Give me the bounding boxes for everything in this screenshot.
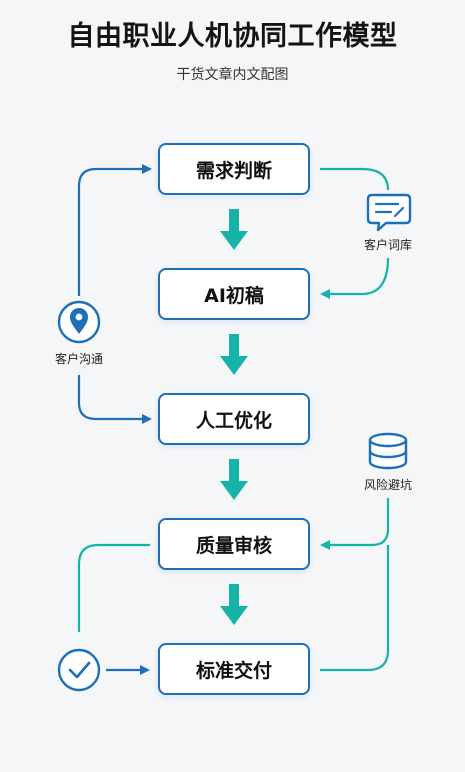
- review-left-path: [77, 543, 150, 632]
- client-words-label: 客户词库: [363, 238, 412, 252]
- risk-path-from-delivery: [320, 545, 390, 672]
- client-comm-path-down: [77, 375, 152, 424]
- down-arrow-1: [220, 209, 248, 250]
- risk-path-to-review: [320, 498, 390, 550]
- client-words-path-top: [320, 167, 390, 191]
- step-requirement-judgment: 需求判断: [158, 143, 310, 195]
- down-arrow-2: [220, 334, 248, 375]
- check-circle-icon: [57, 648, 101, 692]
- location-pin-icon: [57, 300, 101, 344]
- step-ai-draft: AI初稿: [158, 268, 310, 320]
- client-words-path-bottom: [320, 257, 390, 299]
- risk-avoid-label: 风险避坑: [363, 478, 412, 492]
- client-comm-label: 客户沟通: [54, 352, 103, 366]
- down-arrow-3: [220, 459, 248, 500]
- step-quality-review: 质量审核: [158, 518, 310, 570]
- client-comm-path-up: [77, 164, 152, 296]
- database-icon: [368, 432, 408, 470]
- chat-bubble-icon: [366, 193, 412, 232]
- step-standard-delivery: 标准交付: [158, 643, 310, 695]
- page-subtitle: 干货文章内文配图: [176, 67, 289, 83]
- down-arrow-4: [220, 584, 248, 625]
- page-title: 自由职业人机协同工作模型: [67, 21, 398, 52]
- step-manual-optimization: 人工优化: [158, 393, 310, 445]
